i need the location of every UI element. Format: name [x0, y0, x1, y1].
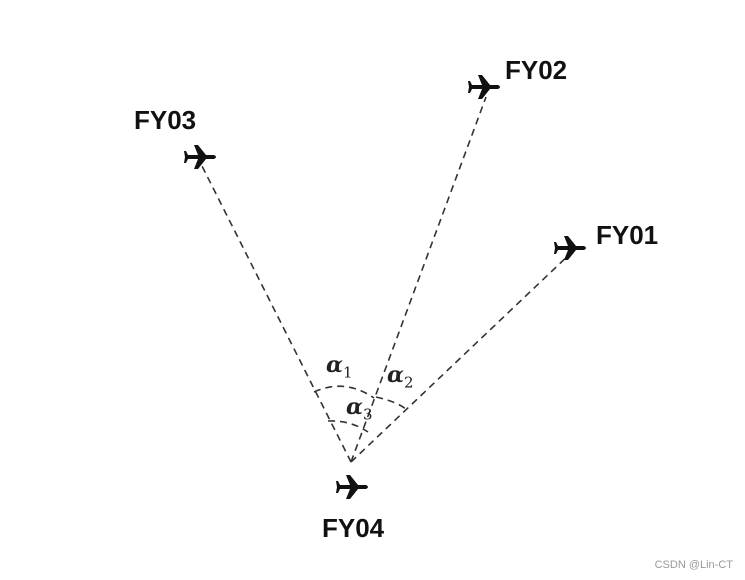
- watermark: CSDN @Lin-CT: [654, 559, 733, 571]
- label-fy03: FY03: [134, 105, 197, 135]
- arc-alpha1: [313, 385, 375, 399]
- alpha2-symbol: α: [387, 362, 404, 388]
- line-fy04-fy03: [199, 161, 352, 463]
- alpha2-sub: 2: [403, 373, 414, 392]
- plane-icon-fy02: [468, 75, 500, 99]
- plane-icon-fy03: [184, 145, 216, 169]
- alpha1-sub: 1: [342, 363, 353, 382]
- plane-icon-fy01: [554, 236, 586, 260]
- arc-alpha3: [327, 420, 369, 433]
- label-fy02: FY02: [505, 55, 568, 85]
- line-fy04-fy01: [350, 251, 573, 463]
- line-fy04-fy02: [350, 96, 487, 463]
- plane-icon-fy04: [336, 475, 368, 499]
- alpha1-symbol: α: [326, 352, 343, 378]
- arc-alpha2: [375, 396, 408, 411]
- alpha3-symbol: α: [346, 394, 363, 420]
- label-fy01: FY01: [596, 220, 659, 250]
- angle-alpha1: α1: [326, 352, 352, 381]
- label-fy04: FY04: [322, 513, 385, 543]
- alpha3-sub: 3: [362, 405, 373, 424]
- angle-alpha2: α2: [387, 362, 413, 391]
- angle-alpha3: α3: [346, 394, 372, 423]
